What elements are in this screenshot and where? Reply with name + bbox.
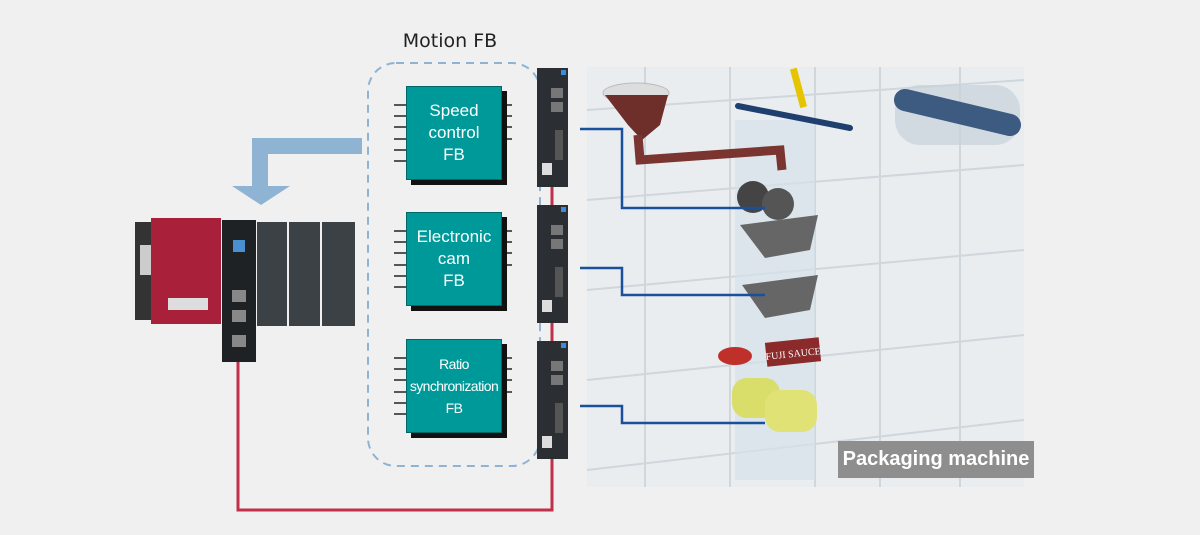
packaging-machine-label: Packaging machine: [838, 441, 1034, 478]
fb-label: Speed control FB: [428, 101, 480, 164]
motion-fb-group-border: [367, 62, 541, 467]
servo-amplifier: [537, 341, 568, 459]
servo-amplifier: [537, 205, 568, 323]
ratio-synchronization-fb: Ratio synchronization FB: [406, 339, 502, 433]
fb-label: Electronic cam FB: [416, 227, 492, 290]
fb-pins: [394, 104, 512, 415]
plc-unit: [135, 218, 355, 362]
servo-amplifiers: [537, 68, 568, 459]
transfer-arrow: [252, 138, 362, 188]
servo-amplifier: [537, 68, 568, 187]
axis-connections: [580, 127, 765, 425]
network-cable: [236, 186, 554, 512]
speed-control-fb: Speed control FB: [406, 86, 502, 180]
product-label: FUJI SAUCE: [764, 337, 821, 367]
arrow-head-icon: [232, 186, 290, 205]
electronic-cam-fb: Electronic cam FB: [406, 212, 502, 306]
motion-fb-title: Motion FB: [402, 30, 498, 52]
fb-label: Ratio synchronization FB: [409, 356, 499, 416]
packaging-machine-illustration: FUJI SAUCE: [586, 67, 1025, 487]
